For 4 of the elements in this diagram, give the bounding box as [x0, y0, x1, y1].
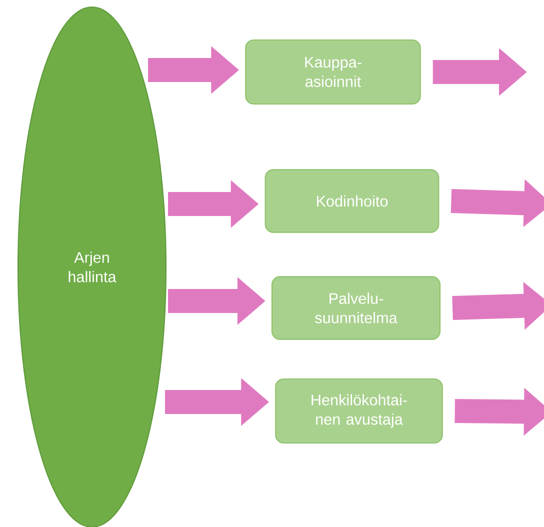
process-box: Kauppa- asioinnit: [245, 39, 421, 105]
process-box: Kodinhoito: [264, 169, 440, 233]
process-box: Henkilökohtai- nen avustaja: [275, 378, 443, 444]
process-box: Palvelu- suunnitelma: [271, 276, 441, 340]
